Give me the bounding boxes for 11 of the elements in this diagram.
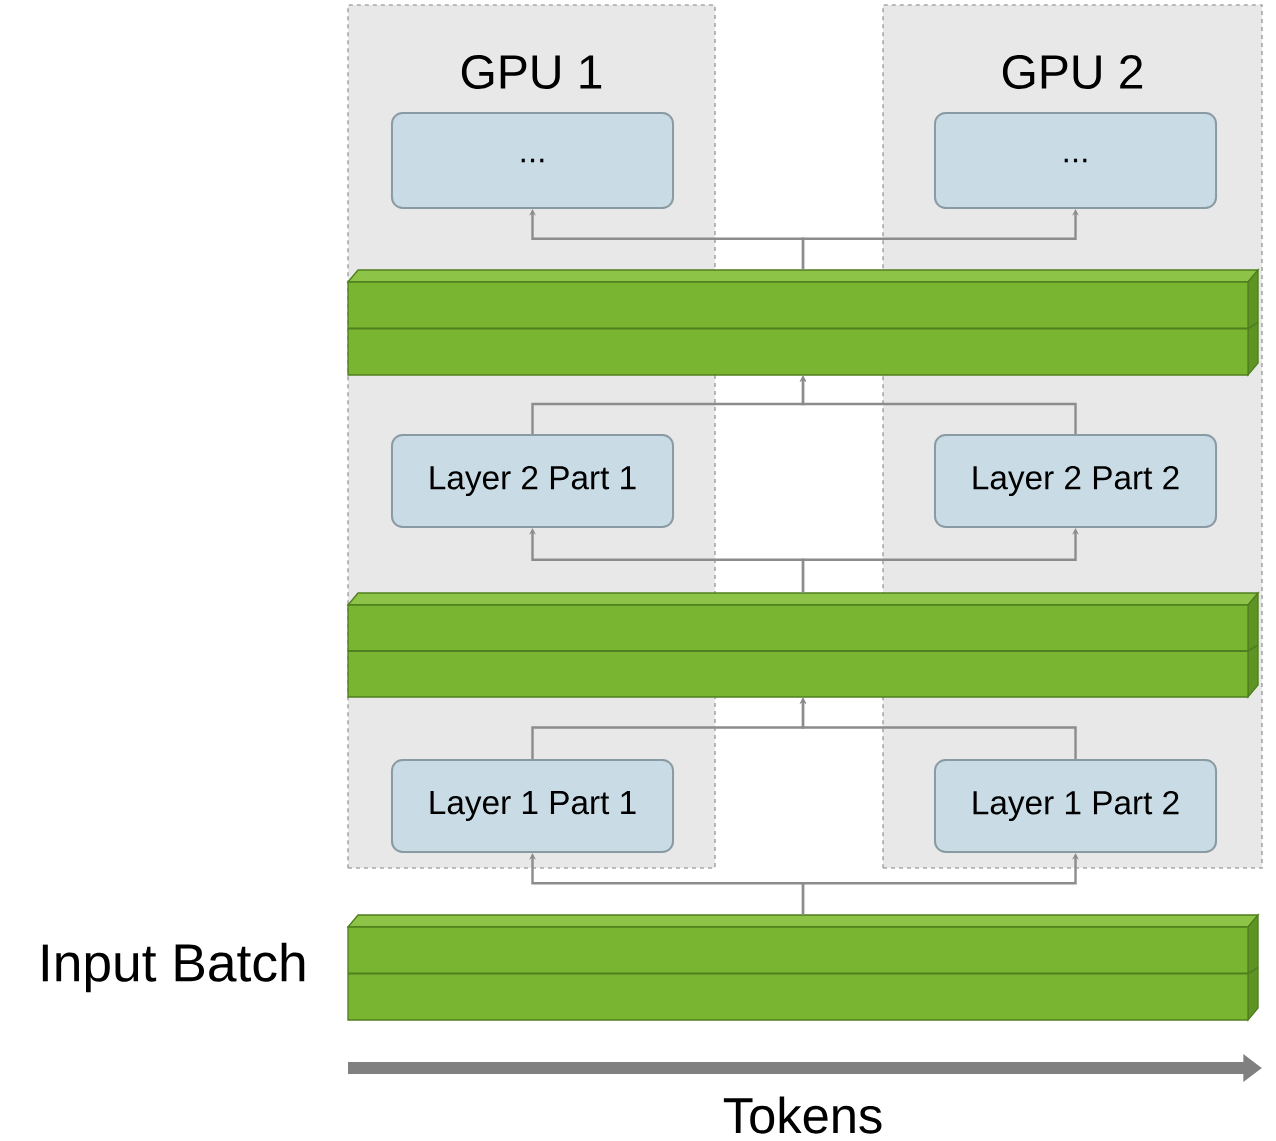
- connector-arrow: [799, 697, 1077, 759]
- connector-arrow: [801, 853, 1079, 915]
- layer-box: Layer 2 Part 1: [390, 434, 675, 528]
- layer-box: Layer 1 Part 2: [934, 759, 1218, 853]
- side-label: Input Batch: [42, 942, 305, 993]
- layer-box: ...: [390, 112, 675, 209]
- layer-box: Layer 1 Part 1: [390, 759, 675, 853]
- layer-box: Layer 2 Part 2: [934, 434, 1218, 528]
- axis-label: Tokens: [723, 1096, 882, 1134]
- layer-box: ...: [934, 112, 1218, 209]
- connector-arrow: [801, 528, 1079, 593]
